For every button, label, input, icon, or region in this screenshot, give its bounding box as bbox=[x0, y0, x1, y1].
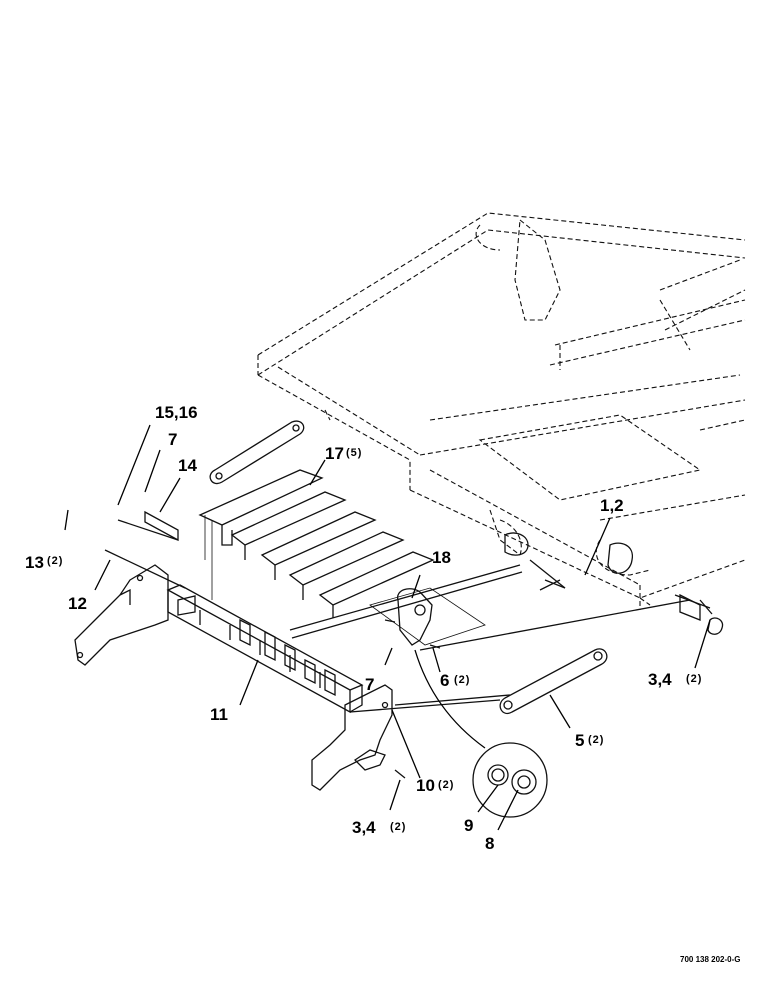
leader-lines bbox=[64, 424, 711, 831]
callout-5: 5 bbox=[575, 731, 584, 750]
callout-3-4-bottom: 3,4 bbox=[352, 818, 376, 837]
callout-13: 13 bbox=[25, 553, 44, 572]
callout-18: 18 bbox=[432, 548, 451, 567]
callout-17: 17 bbox=[325, 444, 344, 463]
callout-12: 12 bbox=[68, 594, 87, 613]
right-end-plate bbox=[311, 684, 393, 791]
left-end-plate bbox=[74, 564, 169, 666]
callout-11: 11 bbox=[210, 705, 228, 724]
callout-7-mid: 7 bbox=[365, 675, 374, 694]
callout-13-qty: (2) bbox=[47, 555, 63, 567]
callout-6: 6 bbox=[440, 671, 449, 690]
callout-8: 8 bbox=[485, 834, 494, 853]
bearing-assembly bbox=[369, 587, 486, 649]
cutterbar-bracket bbox=[166, 584, 364, 714]
callout-3-4-right: 3,4 bbox=[648, 670, 672, 689]
callout-5-qty: (2) bbox=[588, 734, 604, 746]
cylinder-rods bbox=[104, 510, 713, 779]
callout-3-4-bottom-qty: (2) bbox=[390, 821, 406, 833]
skid-shoes bbox=[198, 469, 435, 618]
callout-14: 14 bbox=[178, 456, 197, 475]
callout-9: 9 bbox=[464, 816, 473, 835]
right-hardware bbox=[504, 532, 724, 635]
callout-labels: 15,16 7 14 17 (5) 13 (2) 12 18 1,2 7 6 (… bbox=[25, 403, 702, 853]
header-frame-phantom bbox=[257, 212, 746, 610]
callout-17-qty: (5) bbox=[346, 447, 362, 459]
callout-6-qty: (2) bbox=[454, 674, 470, 686]
callout-3-4-right-qty: (2) bbox=[686, 673, 702, 685]
lift-link bbox=[209, 420, 305, 485]
callout-15-16: 15,16 bbox=[155, 403, 198, 422]
callout-7-top: 7 bbox=[168, 430, 177, 449]
callout-10: 10 bbox=[416, 776, 435, 795]
callout-10-qty: (2) bbox=[438, 779, 454, 791]
callout-1-2: 1,2 bbox=[600, 496, 624, 515]
drawing-code: 700 138 202-0-G bbox=[680, 955, 741, 964]
